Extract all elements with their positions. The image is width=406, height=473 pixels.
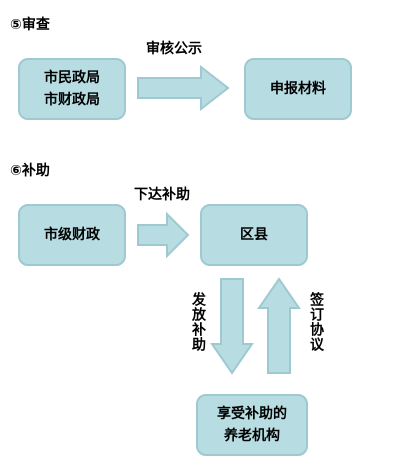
distribute-subsidy-label: 发放补助: [190, 292, 206, 352]
up-arrow-agreement: [257, 277, 301, 374]
down-arrow-distribute: [210, 278, 254, 375]
right-arrow-subsidy: [137, 211, 190, 259]
city-bureau-line-1: 市民政局: [44, 70, 100, 86]
allocate-subsidy-label: 下达补助: [134, 187, 190, 203]
sign-agreement-label: 签订协议: [308, 292, 324, 352]
institution-line-2: 养老机构: [224, 428, 280, 444]
institution-line-1: 享受补助的: [217, 406, 287, 422]
review-section-title: ⑤审查: [10, 17, 50, 33]
review-arrow-label: 审核公示: [146, 41, 202, 57]
elderly-care-institution-box: 享受补助的 养老机构: [196, 394, 308, 456]
city-finance-box: 市级财政: [18, 204, 126, 266]
city-bureaus-box: 市民政局 市财政局: [18, 58, 126, 120]
application-materials-box: 申报材料: [244, 58, 352, 120]
right-arrow-review: [137, 64, 230, 112]
city-bureau-line-2: 市财政局: [44, 92, 100, 108]
district-county-box: 区县: [200, 204, 308, 266]
subsidy-section-title: ⑥补助: [10, 163, 50, 179]
